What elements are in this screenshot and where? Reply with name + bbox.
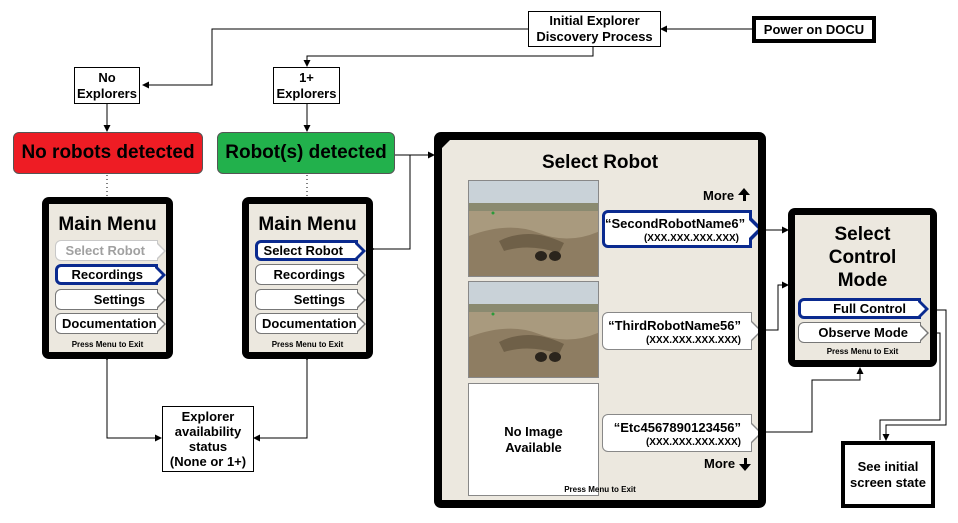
main-menu-panel-right: Main Menu Select Robot Recordings Settin…	[242, 197, 373, 359]
no-explorers-box: No Explorers	[74, 67, 140, 104]
discovery-label-line2: Discovery Process	[536, 29, 653, 44]
more-up-label: More	[703, 188, 735, 203]
control-mode-title-line2: Control	[828, 247, 897, 268]
no-explorers-line1: No	[98, 69, 116, 85]
robot-name: “SecondRobotName6”	[605, 216, 746, 231]
no-image-line1: No Image	[504, 423, 563, 439]
arrow-up-icon	[738, 188, 751, 201]
discovery-box: Initial Explorer Discovery Process	[528, 11, 661, 47]
availability-line3: status	[188, 439, 228, 454]
menu-item-recordings[interactable]: Recordings	[255, 264, 366, 285]
robot-photo-1	[468, 180, 599, 277]
availability-line1: Explorer	[181, 409, 235, 424]
control-mode-title: Select Control Mode	[795, 223, 930, 292]
no-explorers-line2: Explorers	[77, 85, 137, 101]
select-robot-footer: Press Menu to Exit	[564, 485, 636, 494]
explorers-found-box: 1+ Explorers	[273, 67, 340, 104]
robot-ip: (XXX.XXX.XXX.XXX)	[645, 335, 741, 346]
no-image-placeholder: No Image Available	[468, 383, 599, 496]
select-robot-panel: Select Robot	[434, 132, 766, 508]
main-menu-panel-left: Main Menu Select Robot Recordings Settin…	[42, 197, 173, 359]
availability-status-box: Explorer availability status (None or 1+…	[162, 406, 254, 472]
arrow-down-icon	[739, 458, 752, 471]
menu-item-settings[interactable]: Settings	[255, 289, 366, 310]
availability-line4: (None or 1+)	[169, 454, 247, 469]
robot-item-2[interactable]: “ThirdRobotName56” (XXX.XXX.XXX.XXX)	[602, 312, 758, 350]
explorers-found-line1: 1+	[299, 69, 314, 85]
robots-detected-banner-text: Robot(s) detected	[225, 142, 387, 163]
menu-item-recordings[interactable]: Recordings	[55, 264, 166, 285]
full-control-option[interactable]: Full Control	[798, 298, 929, 319]
observe-mode-option[interactable]: Observe Mode	[798, 322, 929, 343]
control-mode-panel: Select Control Mode Full Control Observe…	[788, 208, 937, 367]
no-image-line2: Available	[505, 439, 562, 455]
robots-detected-banner: Robot(s) detected	[217, 132, 395, 174]
no-robots-banner: No robots detected	[13, 132, 203, 174]
more-up-indicator[interactable]: More	[703, 188, 751, 203]
robot-item-1[interactable]: “SecondRobotName6” (XXX.XXX.XXX.XXX)	[602, 210, 758, 248]
menu-footer: Press Menu to Exit	[71, 340, 144, 349]
more-down-indicator[interactable]: More	[704, 456, 752, 471]
discovery-label-line1: Initial Explorer	[549, 13, 640, 28]
see-initial-state-box: See initial screen state	[841, 441, 935, 508]
menu-item-select-robot[interactable]: Select Robot	[255, 240, 366, 261]
more-down-label: More	[704, 456, 736, 471]
control-mode-title-line1: Select	[834, 224, 891, 245]
availability-line2: availability	[174, 424, 242, 439]
control-mode-title-line3: Mode	[837, 270, 888, 291]
power-on-label: Power on DOCU	[763, 21, 865, 37]
see-initial-line1: See initial	[857, 458, 919, 474]
robot-item-3[interactable]: “Etc4567890123456” (XXX.XXX.XXX.XXX)	[602, 414, 758, 452]
robot-ip: (XXX.XXX.XXX.XXX)	[645, 437, 741, 448]
no-robots-banner-text: No robots detected	[21, 142, 195, 163]
select-robot-title: Select Robot	[541, 152, 659, 173]
robot-name: “ThirdRobotName56”	[608, 318, 741, 333]
menu-item-documentation[interactable]: Documentation	[55, 313, 166, 334]
control-mode-footer: Press Menu to Exit	[826, 347, 899, 356]
menu-item-select-robot[interactable]: Select Robot	[55, 240, 166, 261]
menu-footer: Press Menu to Exit	[271, 340, 344, 349]
robot-name: “Etc4567890123456”	[613, 420, 741, 435]
see-initial-line2: screen state	[850, 474, 926, 490]
power-on-box: Power on DOCU	[752, 16, 876, 43]
robot-photo-image	[469, 282, 598, 377]
main-menu-title: Main Menu	[58, 214, 157, 235]
main-menu-title: Main Menu	[258, 214, 357, 235]
robot-photo-2	[468, 281, 599, 378]
menu-item-settings[interactable]: Settings	[55, 289, 166, 310]
explorers-found-line2: Explorers	[276, 85, 337, 101]
robot-ip: (XXX.XXX.XXX.XXX)	[643, 233, 739, 244]
robot-photo-image	[469, 181, 598, 276]
menu-item-documentation[interactable]: Documentation	[255, 313, 366, 334]
